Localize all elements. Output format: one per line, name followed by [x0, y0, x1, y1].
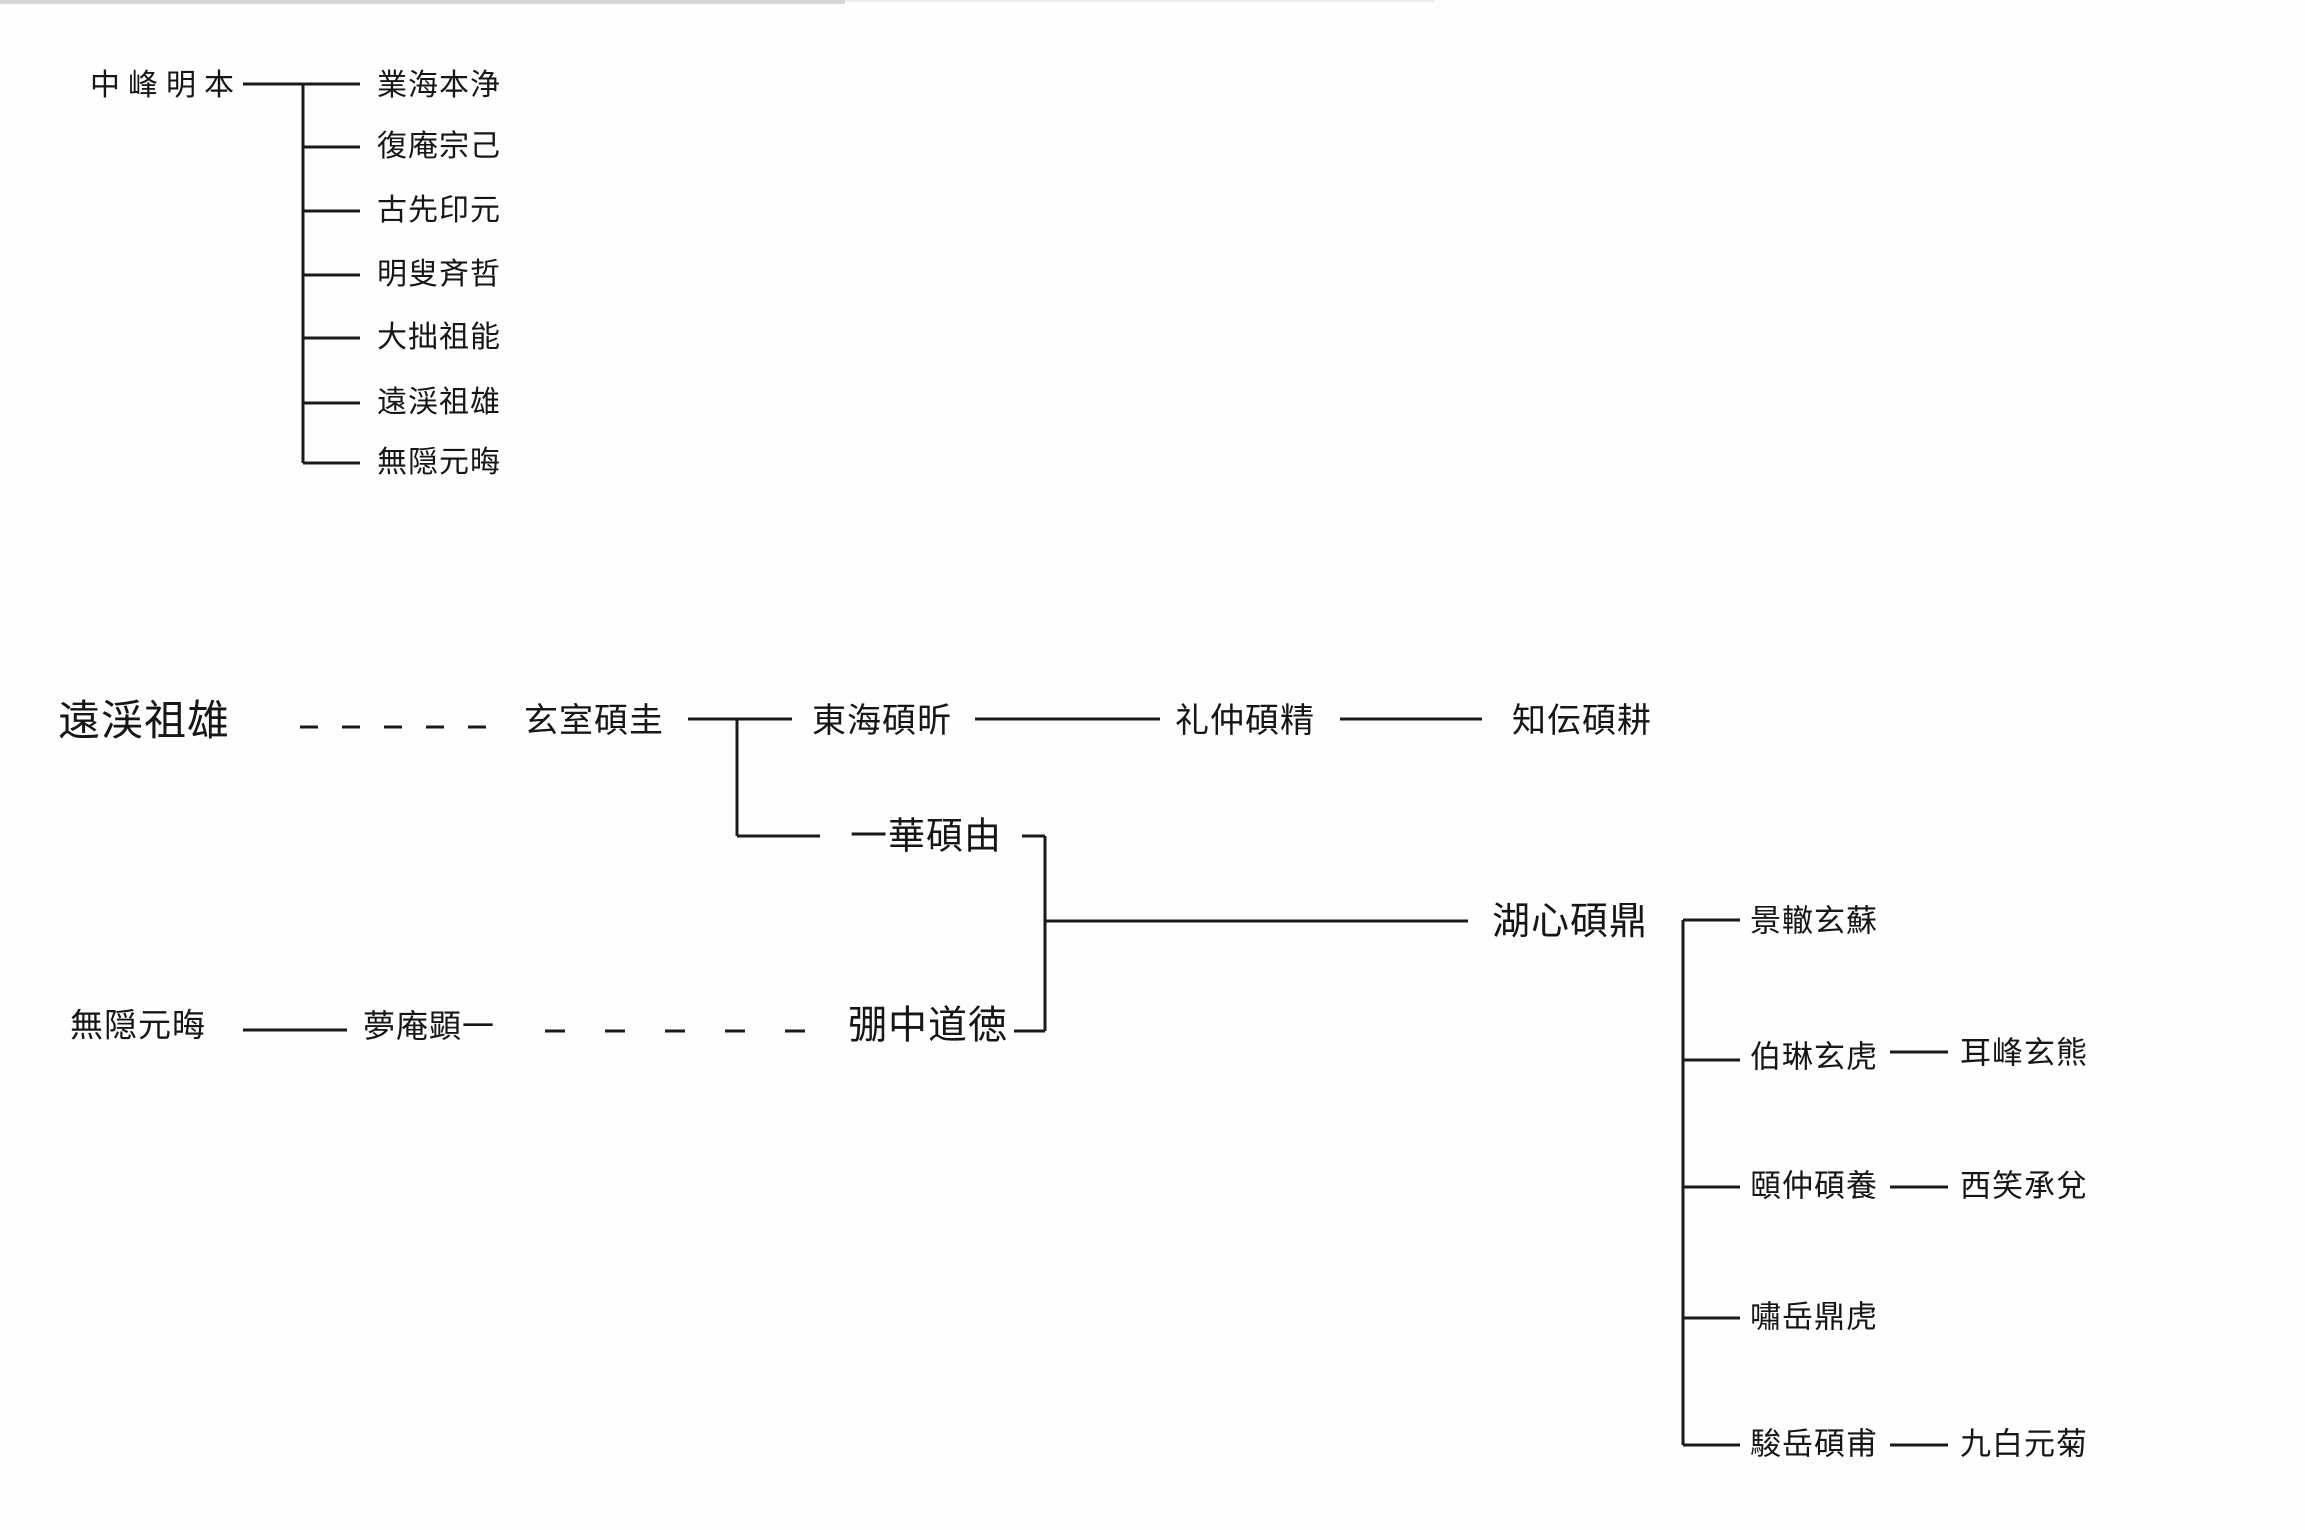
- person-label-kyuhaku-genkiku: 九白元菊: [1960, 1426, 2088, 1463]
- person-label-saisho-jotai: 西笑承兌: [1960, 1168, 2088, 1205]
- person-label-shungaku-sekiho: 駿岳碩甫: [1750, 1426, 1878, 1463]
- person-label-hakurin-genko: 伯琳玄虎: [1750, 1039, 1878, 1076]
- person-label-fukuan-soki: 復庵宗己: [377, 129, 501, 164]
- person-label-ichige-sekiyu: 一華碩由: [850, 814, 1002, 858]
- person-label-hochu-dotoku: 弸中道徳: [848, 1003, 1009, 1049]
- person-label-gokai-honjo: 業海本浄: [377, 68, 501, 103]
- person-label-tokai-sekikin: 東海碩昕: [812, 701, 952, 741]
- person-label-chuho-myohon: 中峰明本: [90, 68, 242, 103]
- person-label-keitetsu-genso: 景轍玄蘇: [1750, 903, 1878, 940]
- person-label-ichu-sekiyo: 頤仲碩養: [1750, 1168, 1878, 1205]
- person-label-daisetsu-sono: 大拙祖能: [377, 320, 501, 355]
- scan-artifact-line: [0, 0, 845, 4]
- person-label-genshitsu-sekikei: 玄室碩圭: [524, 701, 664, 741]
- person-label-muan-kenichi: 夢庵顕一: [363, 1007, 496, 1045]
- person-label-chiden-sekiko: 知伝碩耕: [1512, 701, 1652, 741]
- person-label-reichu-sekisei: 礼仲碩精: [1175, 701, 1315, 741]
- person-label-muin-genkai-2: 無隠元晦: [70, 1005, 206, 1045]
- person-label-meiso-saitetsu: 明叟斉哲: [377, 257, 501, 292]
- person-label-kosen-ingen: 古先印元: [377, 193, 501, 228]
- person-label-koshin-sekitei: 湖心碩鼎: [1492, 899, 1649, 943]
- person-label-enkei-soyu: 遠渓祖雄: [377, 385, 501, 420]
- person-label-jiho-genyu: 耳峰玄熊: [1960, 1035, 2088, 1072]
- person-label-enkei-soyu-2: 遠渓祖雄: [58, 696, 231, 745]
- person-label-muin-genkai: 無隠元晦: [377, 445, 501, 480]
- person-label-shogaku-teiko: 嘯岳鼎虎: [1750, 1299, 1878, 1336]
